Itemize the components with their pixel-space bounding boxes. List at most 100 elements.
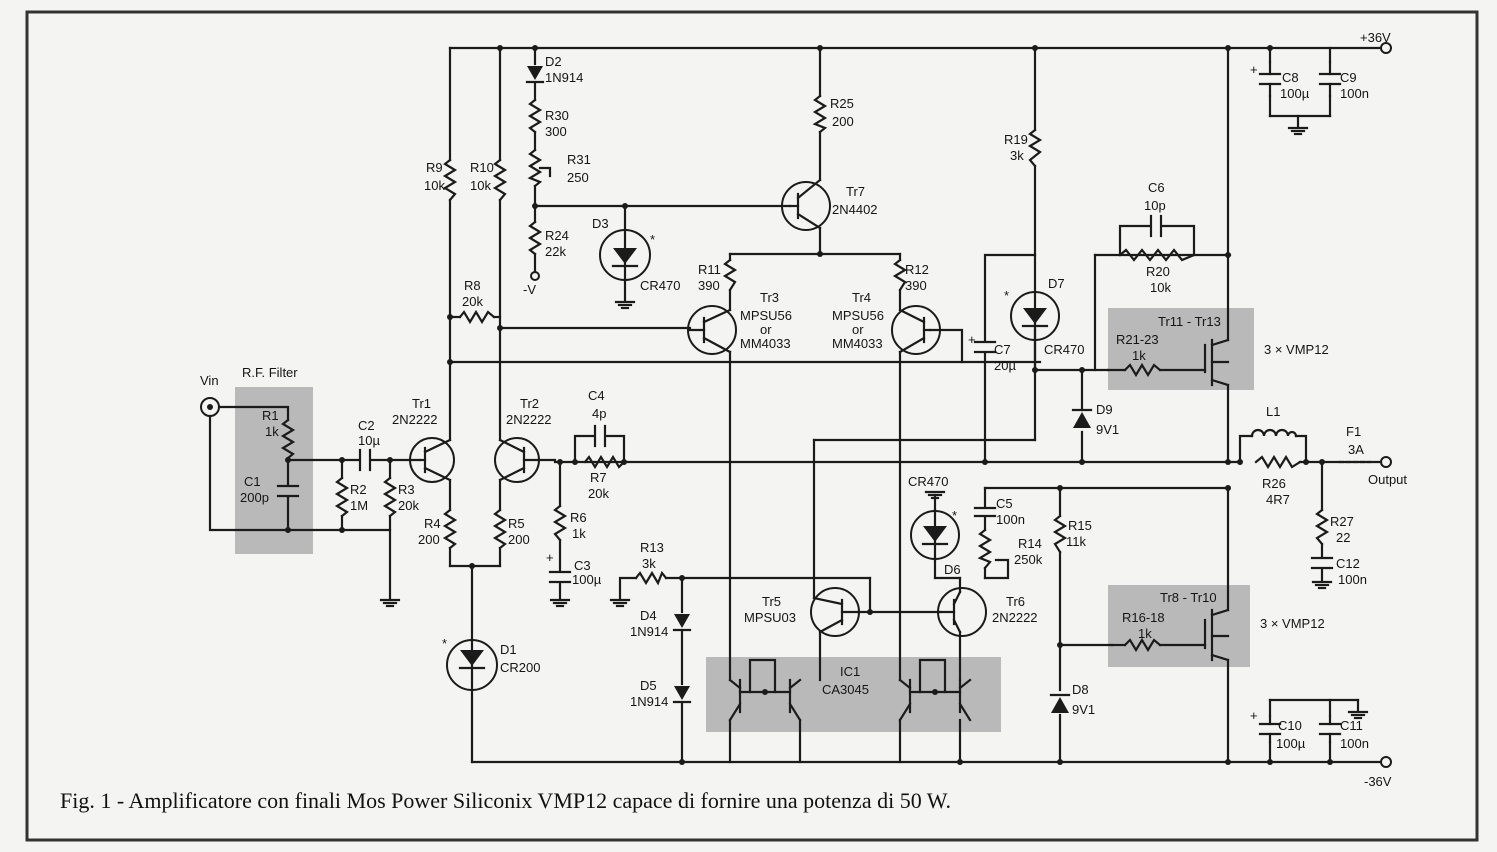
- rail-neg-label: -36V: [1364, 774, 1392, 789]
- resistor-r11: [722, 258, 738, 292]
- label-components-c11-1: 100n: [1340, 736, 1369, 751]
- label-components-d5-1: 1N914: [630, 694, 668, 709]
- label-components-c12-0: C12: [1336, 556, 1360, 571]
- resistor-r1: [280, 418, 296, 460]
- label-components-d5-0: D5: [640, 678, 657, 693]
- transistor-tr7: [781, 178, 831, 231]
- label-components-d1-0: D1: [500, 642, 517, 657]
- label-components-c7-0: C7: [994, 342, 1011, 357]
- label-components-tr7-1: 2N4402: [832, 202, 878, 217]
- ic1-transistors: [728, 658, 972, 764]
- label-components-r4-1: 200: [418, 532, 440, 547]
- label-components-tr4-1: MPSU56: [832, 308, 884, 323]
- label-components-c3-1: 100µ: [572, 572, 602, 587]
- label-components-r8-0: R8: [464, 278, 481, 293]
- label-components-r13-0: R13: [640, 540, 664, 555]
- label-components-r20-1: 10k: [1150, 280, 1171, 295]
- label-components-r15-0: R15: [1068, 518, 1092, 533]
- label-components-d8-1: 9V1: [1072, 702, 1095, 717]
- label-components-r21_23-0: R21-23: [1116, 332, 1159, 347]
- label-components-r20-0: R20: [1146, 264, 1170, 279]
- resistor-r3: [382, 476, 398, 518]
- label-components-r7-1: 20k: [588, 486, 609, 501]
- label-components-f1-1: 3A: [1348, 442, 1364, 457]
- label-components-r25-0: R25: [830, 96, 854, 111]
- label-components-tr2-1: 2N2222: [506, 412, 552, 427]
- label-components-c10-1: 100µ: [1276, 736, 1306, 751]
- resistor-r7: [583, 454, 626, 470]
- label-components-r31-0: R31: [567, 152, 591, 167]
- output-label: Output: [1368, 472, 1407, 487]
- resistor-r24: [527, 220, 543, 256]
- label-components-d3-1: CR470: [640, 278, 680, 293]
- label-components-c4-0: C4: [588, 388, 605, 403]
- label-components-c2-1: 10µ: [358, 433, 380, 448]
- resistor-r31: [527, 148, 543, 188]
- label-components-l1-0: L1: [1266, 404, 1280, 419]
- label-components-r15-1: 11k: [1066, 534, 1086, 549]
- label-components-r9-1: 10k: [424, 178, 445, 193]
- label-components-d6-0: D6: [944, 562, 961, 577]
- resistor-r20: [1118, 248, 1196, 262]
- mosfet-tr11-13: [1203, 338, 1230, 387]
- diode-d4: [674, 614, 690, 628]
- label-components-c5-0: C5: [996, 496, 1013, 511]
- label-components-c2-0: C2: [358, 418, 375, 433]
- label-components-r9-0: R9: [426, 160, 443, 175]
- transistor-tr5: [810, 587, 860, 637]
- label-components-r30-1: 300: [545, 124, 567, 139]
- label-components-c7-1: 20µ: [994, 358, 1016, 373]
- label-components-r13-1: 3k: [642, 556, 656, 571]
- resistor-r9: [442, 158, 458, 202]
- resistor-r10: [492, 158, 508, 202]
- resistor-r6: [552, 504, 568, 542]
- resistor-r14: [977, 528, 993, 570]
- label-components-r2-0: R2: [350, 482, 367, 497]
- label-components-r26-0: R26: [1262, 476, 1286, 491]
- label-components-r14-1: 250k: [1014, 552, 1043, 567]
- label-components-tr7-0: Tr7: [846, 184, 865, 199]
- label-components-d9-0: D9: [1096, 402, 1113, 417]
- resistor-r16-18: [1123, 637, 1162, 653]
- diodes: [446, 66, 1093, 713]
- resistor-r2: [334, 476, 350, 518]
- label-components-d8-0: D8: [1072, 682, 1089, 697]
- current-diode-d3: [599, 228, 651, 282]
- label-components-r10-1: 10k: [470, 178, 491, 193]
- label-components-r5-0: R5: [508, 516, 525, 531]
- label-components-c4-1: 4p: [592, 406, 606, 421]
- label-components-tr5-0: Tr5: [762, 594, 781, 609]
- resistor-r15: [1052, 514, 1068, 554]
- d3-star: *: [650, 232, 655, 247]
- transistor-tr4: [891, 305, 941, 355]
- resistor-r8: [458, 309, 496, 325]
- label-components-tr6-0: Tr6: [1006, 594, 1025, 609]
- label-components-r12-0: R12: [905, 262, 929, 277]
- label-components-f1-0: F1: [1346, 424, 1361, 439]
- vmp-top-label: 3 × VMP12: [1264, 342, 1329, 357]
- label-components-tr3-3: MM4033: [740, 336, 791, 351]
- label-components-c5-1: 100n: [996, 512, 1025, 527]
- label-components-d3-0: D3: [592, 216, 609, 231]
- resistor-r13: [634, 570, 668, 586]
- resistor-r12: [892, 258, 908, 292]
- label-components-d2-0: D2: [545, 54, 562, 69]
- label-components-r8-1: 20k: [462, 294, 483, 309]
- label-components-c11-0: C11: [1340, 718, 1363, 733]
- resistor-r30: [527, 98, 543, 134]
- current-diode-d6: [910, 508, 960, 562]
- label-components-tr4-0: Tr4: [852, 290, 871, 305]
- label-components-r16_18-1: 1k: [1138, 626, 1152, 641]
- label-components-c10-0: C10: [1278, 718, 1302, 733]
- label-components-r25-1: 200: [832, 114, 854, 129]
- d1-star: *: [442, 636, 447, 651]
- label-components-c1-0: C1: [244, 474, 261, 489]
- label-components-c1-1: 200p: [240, 490, 269, 505]
- resistor-r19: [1027, 128, 1043, 168]
- resistor-r26: [1254, 454, 1302, 470]
- rf-filter-region: [235, 387, 313, 554]
- vin-label: Vin: [200, 373, 219, 388]
- rail-minus-v-label: -V: [523, 282, 536, 297]
- diode-d9: [1073, 412, 1091, 428]
- label-components-c12-1: 100n: [1338, 572, 1367, 587]
